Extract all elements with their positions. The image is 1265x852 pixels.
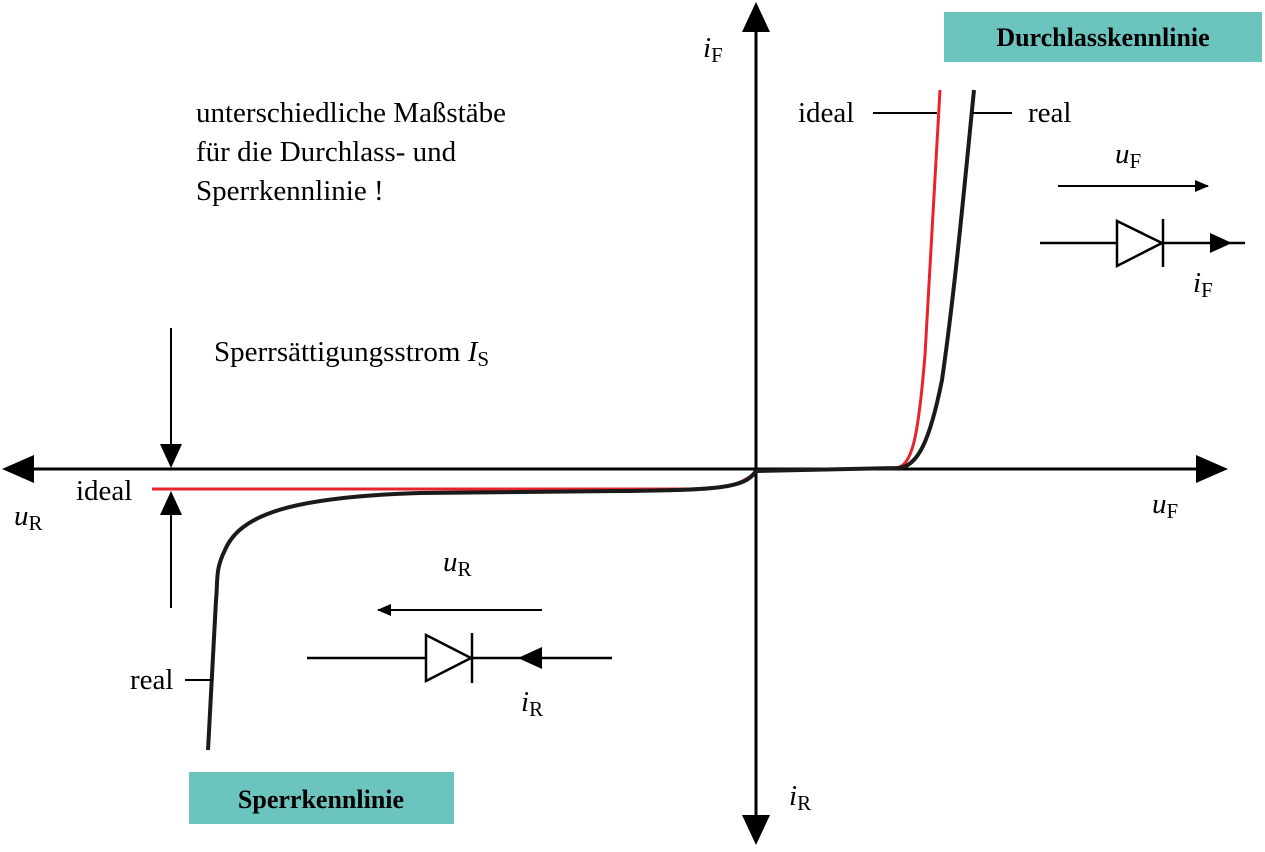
forward-current-arrowhead [1210,233,1232,253]
reverse-ideal-label: ideal [76,475,132,507]
uf-axis-arrowhead [1196,455,1228,483]
saturation-arrow-up-head [160,491,182,515]
uf-axis-label: uF [1152,488,1178,523]
note-line-2: für die Durchlass- und [196,136,457,168]
ur-axis-label: uR [14,500,43,535]
reverse-diode-triangle [424,632,474,684]
axes [2,2,1228,845]
reverse-title-box [189,772,454,824]
note-line-3: Sperrkennlinie ! [196,175,384,207]
saturation-label: Sperrsättigungsstrom IS [214,336,489,371]
reverse-current-label: iR [521,686,543,721]
saturation-arrow-down-head [160,444,182,468]
reverse-real-label: real [130,664,173,696]
reverse-diode-symbol: uR iR [307,546,612,721]
reverse-title: Sperrkennlinie [238,785,404,814]
reverse-voltage-label: uR [443,546,472,581]
scale-note: unterschiedliche Maßstäbe für die Durchl… [196,97,506,207]
reverse-current-arrowhead [518,647,542,669]
forward-diode-triangle [1115,218,1165,269]
saturation-current-indicator: Sperrsättigungsstrom IS [160,328,489,608]
characteristic-curves [152,89,976,751]
forward-voltage-label: uF [1115,138,1141,173]
ur-axis-arrowhead [2,455,34,483]
ir-axis-label: iR [789,780,811,815]
if-axis-label: iF [703,32,723,67]
forward-real-label: real [1028,97,1071,129]
real-reverse-curve [206,469,758,751]
forward-diode-symbol: uF iF [1040,138,1245,302]
forward-current-label: iF [1193,267,1213,302]
ir-axis-arrowhead [742,815,770,845]
forward-title-box [944,12,1262,62]
note-line-1: unterschiedliche Maßstäbe [196,97,506,129]
ideal-forward-curve [755,89,942,473]
if-axis-arrowhead [742,2,770,32]
real-forward-curve [755,89,976,473]
forward-title: Durchlasskennlinie [996,23,1209,52]
forward-ideal-label: ideal [798,97,854,129]
ideal-reverse-curve [152,469,758,491]
